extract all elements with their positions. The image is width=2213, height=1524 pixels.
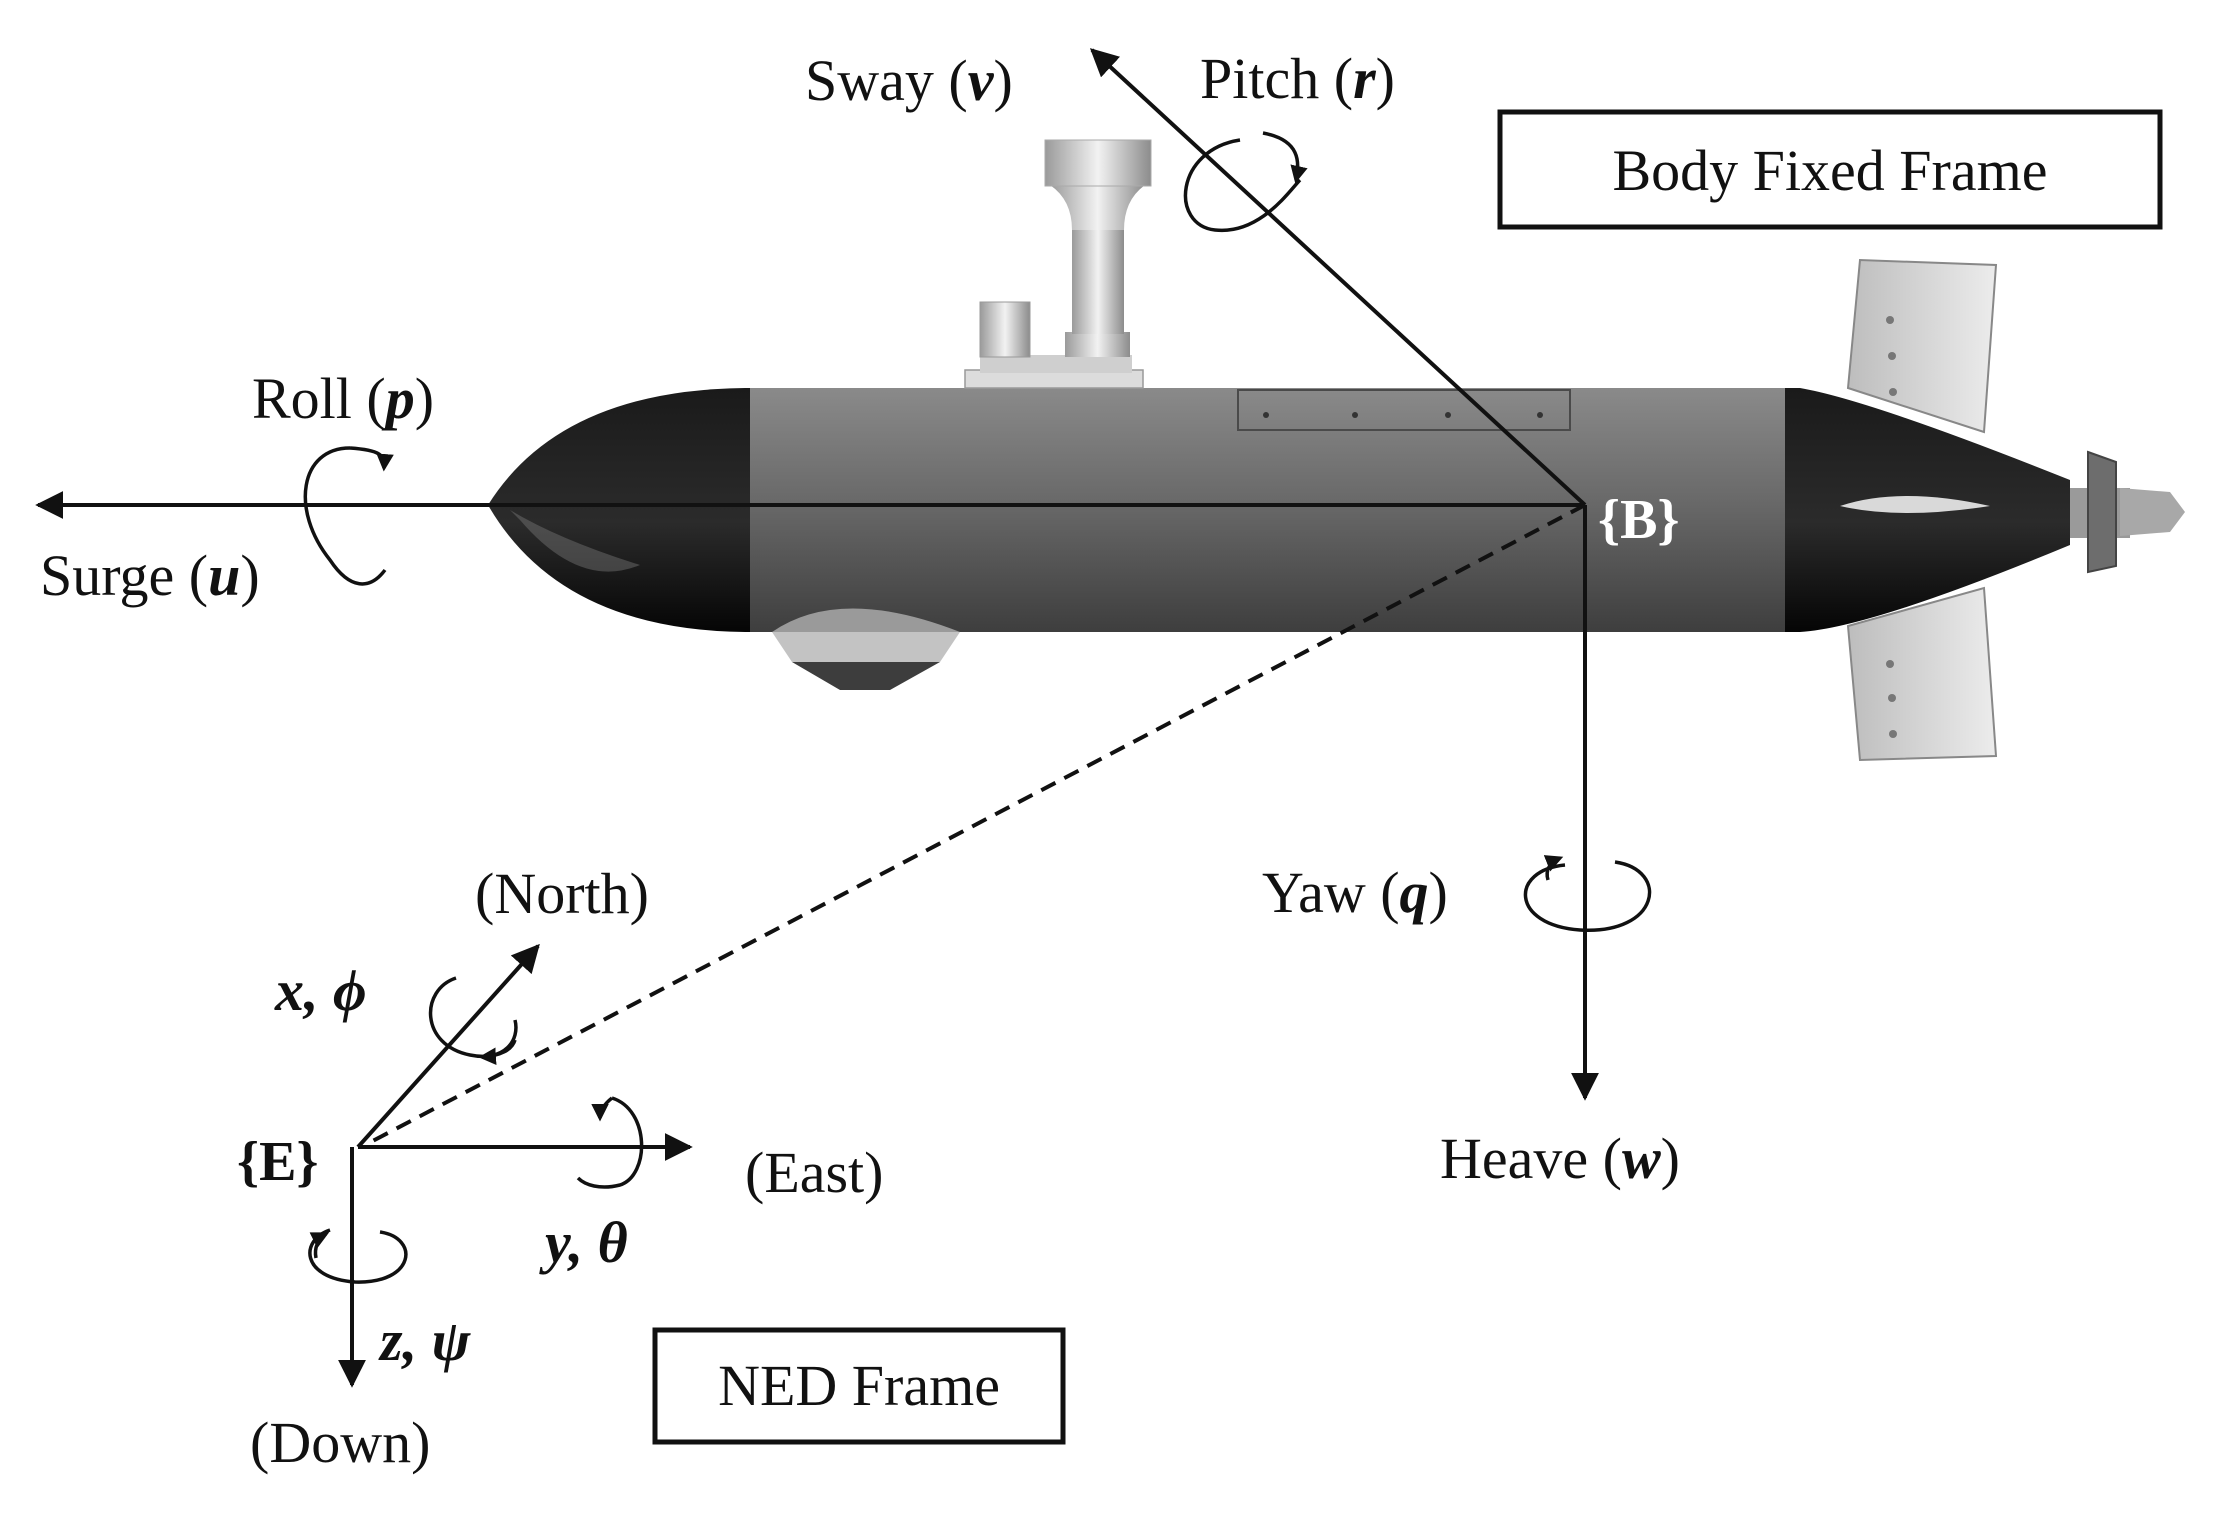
roll-name: Roll: [252, 366, 352, 431]
hatch-panel: [1237, 389, 1571, 431]
ned-frame-axes: [308, 943, 693, 1388]
body-frame-box: Body Fixed Frame: [1497, 109, 2163, 230]
ned-frame-box: NED Frame: [652, 1327, 1066, 1445]
sway-label: Sway (v): [805, 48, 1013, 113]
yaw-rotation-icon: [1523, 860, 1652, 932]
y-theta-label: y, θ: [539, 1210, 628, 1275]
roll-label: Roll (p): [252, 366, 434, 431]
surge-symbol: u: [208, 543, 240, 608]
down-label: (Down): [250, 1410, 430, 1475]
yaw-name: Yaw: [1262, 860, 1366, 925]
auv-vehicle: [488, 139, 2185, 762]
upper-tail-fin: [1846, 258, 1998, 434]
position-vector: [364, 503, 1586, 1147]
surge-name: Surge: [40, 543, 174, 608]
x-phi-label: x, ϕ: [274, 958, 367, 1023]
east-label: (East): [745, 1140, 884, 1205]
sway-symbol: v: [968, 48, 995, 113]
heave-label: Heave (w): [1440, 1126, 1680, 1191]
nose-cone: [488, 388, 750, 632]
surge-label: Surge (u): [40, 543, 260, 608]
roll-rotation-icon: [303, 446, 387, 586]
heave-name: Heave: [1440, 1126, 1588, 1191]
earth-origin-label: {E}: [237, 1131, 318, 1193]
pitch-label: Pitch (r): [1200, 46, 1395, 111]
antenna-mast: [964, 139, 1152, 389]
ned-frame-title: NED Frame: [718, 1353, 1000, 1418]
main-hull: [745, 388, 1785, 632]
pitch-rotation-icon: [1183, 138, 1302, 232]
lower-tail-fin: [1846, 586, 1998, 762]
tail-fin-edge: [1840, 496, 1990, 513]
sway-name: Sway: [805, 48, 934, 113]
y-rotation-icon: [576, 1096, 644, 1189]
north-label: (North): [475, 861, 649, 926]
propeller: [2060, 450, 2185, 574]
body-origin-label: {B}: [1598, 489, 1679, 551]
x-rotation-icon: [429, 976, 518, 1059]
pitch-name: Pitch: [1200, 46, 1319, 111]
yaw-symbol: q: [1400, 860, 1429, 925]
roll-symbol: p: [381, 366, 415, 431]
sway-axis: [1089, 48, 1587, 507]
sonar-dome: [772, 608, 960, 690]
heave-symbol: w: [1622, 1126, 1661, 1191]
yaw-label: Yaw (q): [1262, 860, 1448, 925]
body-frame-title: Body Fixed Frame: [1613, 138, 2048, 203]
z-rotation-icon: [308, 1228, 408, 1284]
body-frame-axes: [35, 48, 1652, 1147]
pitch-symbol: r: [1353, 46, 1376, 111]
z-psi-label: z, ψ: [378, 1308, 472, 1373]
